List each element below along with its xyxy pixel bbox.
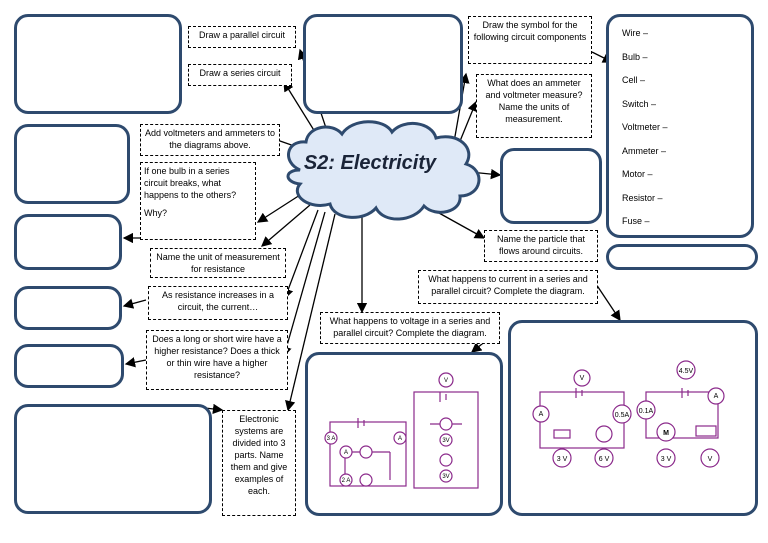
arrow [124,357,147,368]
circuit-label: 3 A [327,436,336,442]
note-meters: What does an ammeter and voltmeter measu… [476,74,592,138]
voltmeter-icon [573,369,591,387]
bulb-icon [439,417,453,431]
note-parallel: Draw a parallel circuit [188,26,296,48]
component-resistor: Resistor – [622,192,663,203]
note-bulb-breaks-text: If one bulb in a series circuit breaks, … [144,166,237,200]
resistor-icon [553,429,571,439]
note-voltage: What happens to voltage in a series and … [320,312,500,344]
answer-box-bulb[interactable] [14,124,130,204]
answer-box-current[interactable] [14,286,122,330]
answer-box-wire[interactable] [14,344,124,388]
voltmeter-icon [700,448,720,468]
note-current: What happens to current in a series and … [418,270,598,304]
circuit-label: 3 V [661,456,672,463]
arrow [281,211,326,358]
answer-box-particle[interactable] [606,244,758,270]
circuit-label: A [714,393,719,400]
note-electronic: Electronic systems are divided into 3 pa… [222,410,296,516]
bulb-icon [595,425,613,443]
note-resistance-increases: As resistance increases in a circuit, th… [148,286,288,320]
components-list: Wire – Bulb – Cell – Switch – Voltmeter … [622,22,668,234]
ammeter-icon [324,431,338,445]
arrow [457,100,478,147]
right-circuit-loop [413,391,479,489]
circuit-label: V [708,456,713,463]
component-wire: Wire – [622,28,649,38]
voltmeter-icon [552,448,572,468]
voltmeter-icon [438,372,454,388]
circuit-label: 0.1A [639,408,654,415]
component-bulb: Bulb – [622,51,648,62]
arrow [283,209,319,300]
ammeter-icon [339,473,353,487]
cloud-shape [286,120,481,221]
circuit-label: 2 A [342,478,351,484]
arrow [122,298,147,309]
circuit-label: A [398,436,402,442]
variable-resistor-icon [695,425,717,437]
voltmeter-icon [439,469,453,483]
circuit-label: 0.5A [615,412,630,419]
arrow [261,204,311,247]
voltmeter-icon [676,360,696,380]
note-unit-resistance: Name the unit of measurement for resista… [150,248,286,278]
ammeter-icon [532,405,550,423]
voltmeter-icon [594,448,614,468]
circuit-label: V [444,378,448,384]
note-bulb-breaks: If one bulb in a series circuit breaks, … [140,162,256,240]
component-motor: Motor – [622,169,653,179]
note-add-meters: Add voltmeters and ammeters to the diagr… [140,124,280,156]
motor-icon [656,422,676,442]
voltmeter-icon [656,448,676,468]
circuit-label: 3 V [557,456,568,463]
note-wire-resistance: Does a long or short wire have a higher … [146,330,288,390]
current-circuit-box[interactable] [508,320,758,516]
answer-box-parallel[interactable] [14,14,182,114]
note-why: Why? [144,208,168,218]
circuit-label: A [539,411,544,418]
ammeter-icon [339,445,353,459]
bulb-icon [439,453,453,467]
ammeter-icon [393,431,407,445]
component-voltmeter: Voltmeter – [622,122,668,132]
answer-box-electronic[interactable] [14,404,212,514]
ammeter-icon [612,404,632,424]
ammeter-icon [636,400,656,420]
circuit-label: A [344,450,348,456]
circuit-label: 3V [442,438,449,444]
component-switch: Switch – [622,98,657,109]
circuit-label: M [663,430,669,437]
answer-box-unit[interactable] [14,214,122,270]
note-particle: Name the particle that flows around circ… [484,230,598,262]
bulb-icon [359,473,373,487]
circuit-label: 6 V [599,456,610,463]
bulb-icon [359,445,373,459]
note-symbols: Draw the symbol for the following circui… [468,16,592,64]
note-series: Draw a series circuit [188,64,292,86]
component-ammeter: Ammeter – [622,145,667,156]
arrow [285,213,336,412]
components-box[interactable] [606,14,754,238]
circuit-label: 3V [442,474,449,480]
component-cell: Cell – [622,75,646,85]
answer-box-meters[interactable] [500,148,602,224]
left-current-loop [539,391,625,449]
voltmeter-icon [439,433,453,447]
component-fuse: Fuse – [622,216,650,226]
circuit-label: V [580,375,585,382]
ammeter-icon [707,387,725,405]
arrow [256,194,301,223]
page-title: S2: Electricity [303,152,437,174]
circuit-label: 4.5V [679,368,694,375]
answer-box-series[interactable] [303,14,463,114]
